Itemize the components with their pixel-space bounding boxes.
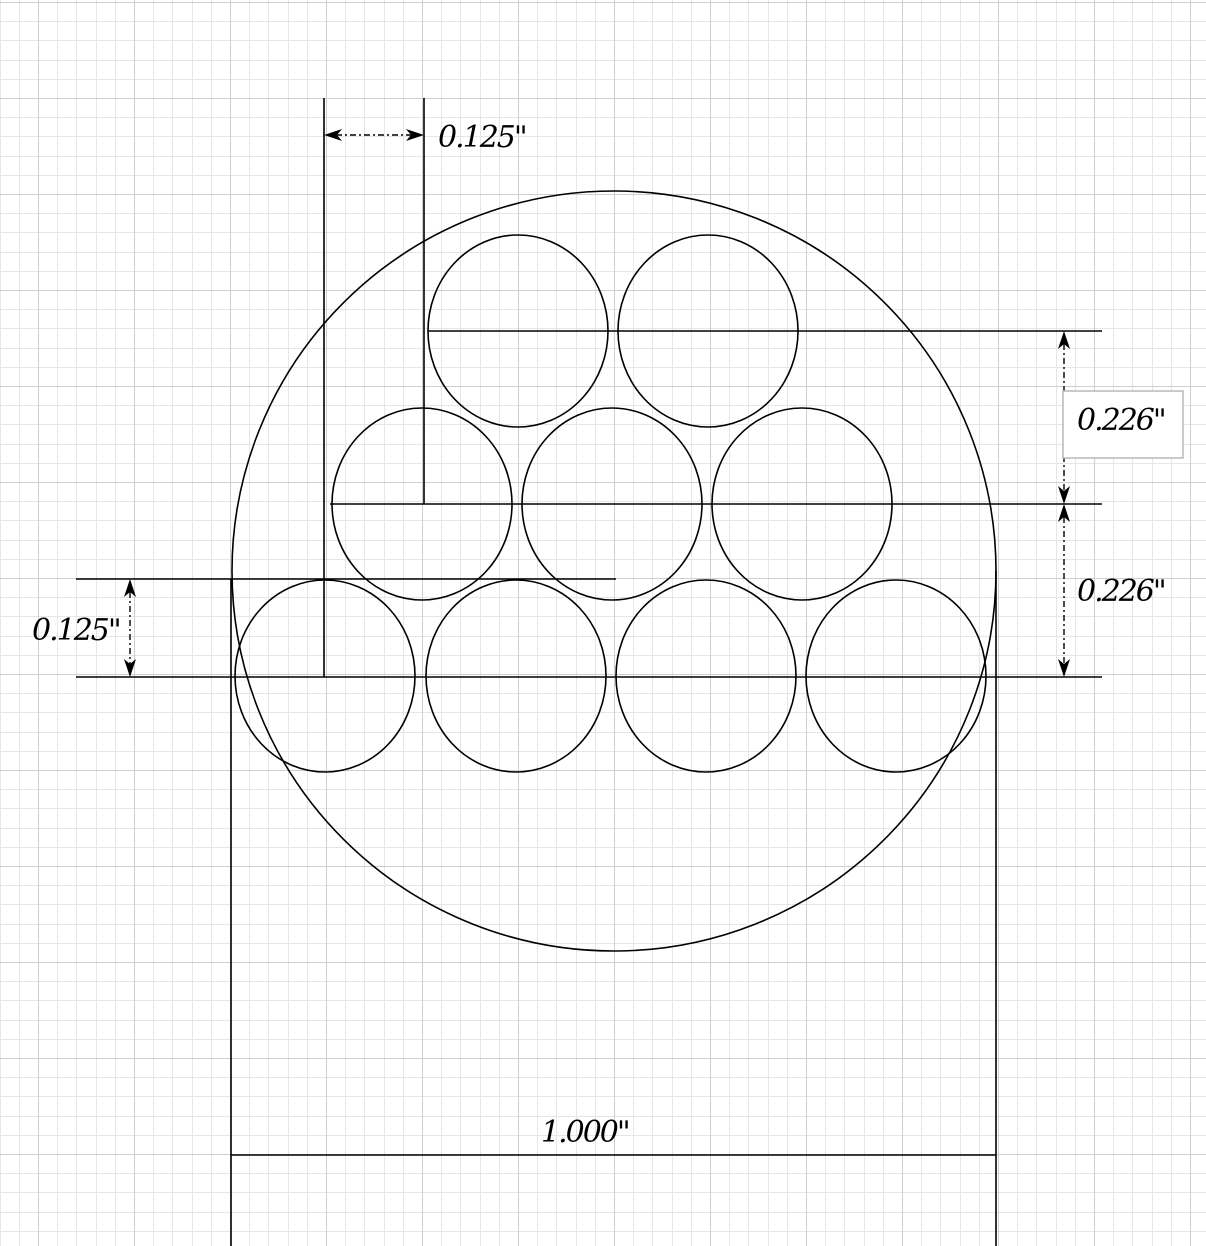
circle-bottom-2: [425, 579, 607, 773]
extension-lines: [76, 98, 1102, 1246]
dimension-label-top-offset: 0.125": [438, 120, 526, 155]
dimension-left-offset: 0.125": [32, 579, 136, 677]
circle-bottom-3: [615, 579, 797, 773]
selected-label-box[interactable]: [1062, 390, 1184, 459]
circle-bottom-1: [234, 579, 416, 773]
arrowhead-down-icon: [1058, 659, 1070, 677]
arrowhead-right-icon: [406, 129, 424, 141]
arrowhead-up-icon: [124, 579, 136, 597]
dimension-row-spacing-upper: 0.226": [1058, 331, 1184, 504]
arrowhead-up-icon: [1058, 504, 1070, 522]
dimension-overall-width: 1.000": [231, 1115, 996, 1156]
arrowhead-left-icon: [324, 129, 342, 141]
dimension-label-left-offset: 0.125": [32, 613, 120, 648]
circle-bottom-4: [805, 579, 987, 773]
dimension-label-row-spacing-lower: 0.226": [1077, 574, 1165, 609]
arrowhead-down-icon: [1058, 486, 1070, 504]
arrowhead-up-icon: [1058, 331, 1070, 349]
dimension-label-overall-width: 1.000": [541, 1115, 629, 1150]
dimension-label-row-spacing-upper[interactable]: 0.226": [1077, 403, 1167, 438]
dimension-top-offset: 0.125": [324, 120, 528, 155]
arrowhead-down-icon: [124, 659, 136, 677]
bottom-row-circles: [234, 579, 987, 773]
dimension-row-spacing-lower: 0.226": [1058, 504, 1167, 677]
